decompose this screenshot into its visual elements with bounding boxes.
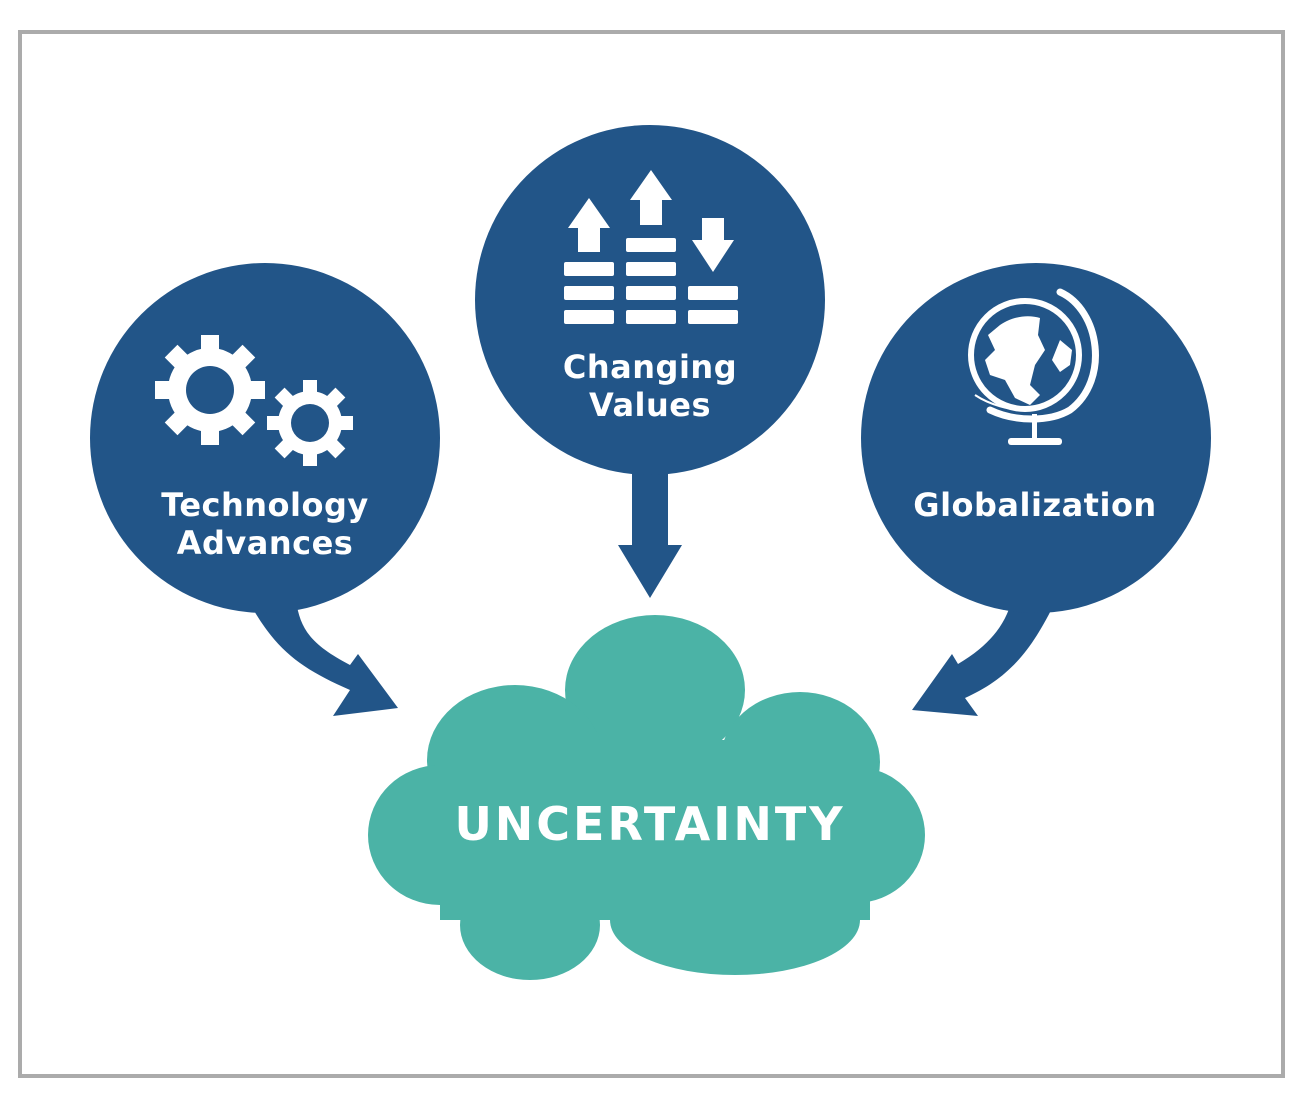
node-technology-label-line2: Advances [176,524,354,562]
bars-arrows-icon [564,170,738,324]
node-globalization-label: Globalization [885,486,1185,524]
node-values-label-line2: Values [588,386,712,424]
node-values-label-line1: Changing [562,348,738,386]
node-values-label: Changing Values [500,348,800,424]
uncertainty-cloud [368,615,925,980]
gears-icon [155,335,353,466]
arrow-technology-to-uncertainty [248,600,398,716]
globe-icon [968,288,1099,445]
uncertainty-label: UNCERTAINTY [454,797,846,851]
node-technology-label-line1: Technology [161,486,369,524]
arrow-values-to-uncertainty [618,470,682,598]
node-technology-label: Technology Advances [130,486,400,562]
arrow-globalization-to-uncertainty [912,600,1056,716]
node-globalization-label-line1: Globalization [913,486,1157,524]
diagram-frame [18,30,1285,1078]
